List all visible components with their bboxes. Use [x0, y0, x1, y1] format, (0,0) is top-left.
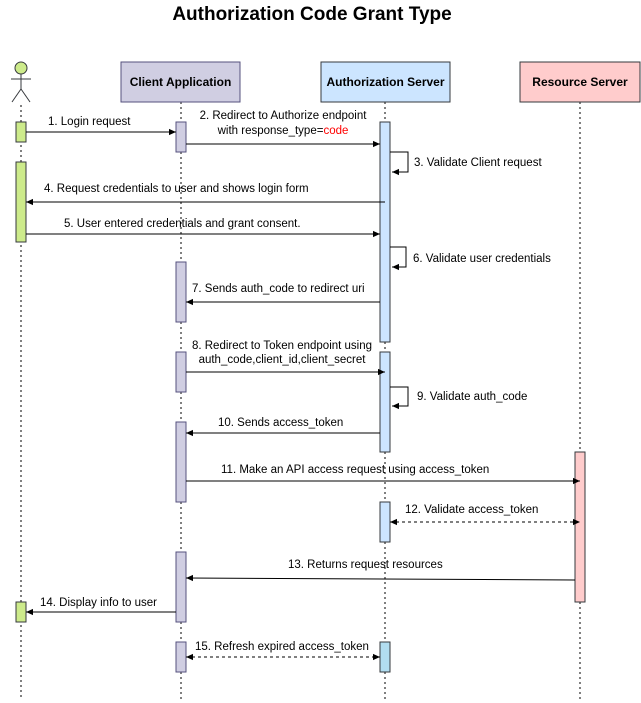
message-label-7: 7. Sends auth_code to redirect uri	[192, 283, 365, 295]
stick-figure-actor-icon	[11, 61, 31, 103]
message-arrow-9	[390, 386, 409, 410]
client-activation-bar	[175, 641, 187, 673]
user-activation-bar	[15, 161, 27, 243]
response-type-code-highlight: code	[323, 125, 348, 137]
message-label-11: 11. Make an API access request using acc…	[221, 464, 489, 476]
message-label-15: 15. Refresh expired access_token	[195, 641, 369, 653]
user-activation-bar	[15, 121, 27, 143]
auth-server-activation-bar	[379, 501, 391, 543]
resource-server-header: Resource Server	[519, 61, 641, 103]
message-label-1: 1. Login request	[48, 116, 131, 128]
client-activation-bar	[175, 261, 187, 323]
message-label-10: 10. Sends access_token	[218, 417, 343, 429]
message-label-2-line-2: with response_type=code	[217, 125, 349, 137]
message-label-5: 5. User entered credentials and grant co…	[64, 218, 301, 230]
auth-server-activation-bar	[379, 351, 391, 453]
message-label-14: 14. Display info to user	[40, 597, 157, 609]
message-label-6: 6. Validate user credentials	[413, 253, 551, 265]
client-application-label: Client Application	[130, 75, 232, 89]
message-label-13: 13. Returns request resources	[288, 559, 443, 571]
message-arrow-13	[185, 574, 576, 582]
client-activation-bar	[175, 551, 187, 623]
client-application-header: Client Application	[120, 61, 241, 103]
message-label-9: 9. Validate auth_code	[417, 391, 527, 403]
message-label-4: 4. Request credentials to user and shows…	[44, 183, 309, 195]
message-label-12: 12. Validate access_token	[405, 504, 538, 516]
message-label-8: 8. Redirect to Token endpoint using	[192, 340, 372, 352]
auth-server-activation-bar	[379, 121, 391, 343]
message-arrow-6	[390, 246, 407, 271]
message-label-8-line-2: auth_code,client_id,client_secret	[199, 354, 367, 366]
message-label-2: 2. Redirect to Authorize endpoint	[200, 110, 368, 122]
user-activation-bar	[15, 601, 27, 623]
message-arrow-3	[390, 151, 409, 176]
client-activation-bar	[175, 421, 187, 503]
diagram-title: Authorization Code Grant Type	[172, 4, 451, 25]
auth-server-activation-bar	[379, 641, 391, 673]
authorization-server-label: Authorization Server	[326, 75, 444, 89]
authorization-server-header: Authorization Server	[320, 61, 451, 103]
message-label-3: 3. Validate Client request	[414, 157, 542, 169]
client-activation-bar	[175, 121, 187, 153]
resource-server-activation-bar	[574, 451, 586, 603]
client-activation-bar	[175, 351, 187, 393]
resource-server-label: Resource Server	[532, 75, 628, 89]
